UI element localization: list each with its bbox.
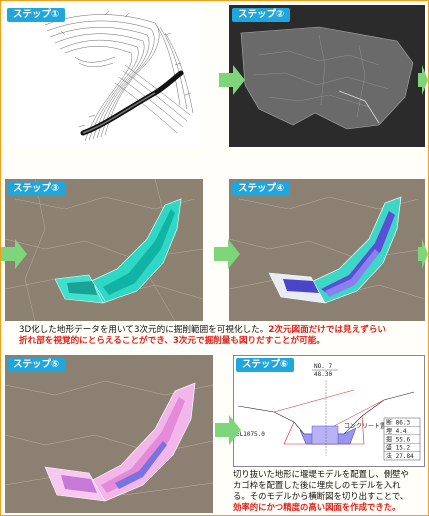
step6-panel: NO. 7 48.30 コンクリート置換え EL1075.0 断 86.3 埋 … — [233, 355, 425, 467]
step4-panel: ステップ④ — [229, 179, 425, 321]
elev-label: EL1075.0 — [236, 431, 265, 438]
table-row: 断 86.3 — [386, 419, 410, 427]
cross-section-drawing: NO. 7 48.30 コンクリート置換え EL1075.0 断 86.3 埋 … — [234, 356, 424, 466]
step5-panel: ステップ⑤ — [5, 355, 213, 513]
arrow-5-to-6 — [215, 415, 241, 445]
step1-panel: ステップ① — [5, 5, 203, 147]
caption-bottom-line1: 切り抜いた地形に堰堤モデルを配置し、側壁や — [233, 469, 409, 479]
drawing-subtitle: 48.30 — [314, 371, 332, 378]
caption-bottom-line2: カゴ枠を配置した後に埋戻しのモデルを入れ — [233, 480, 401, 490]
arrow-3-to-4 — [214, 239, 240, 269]
model-3d-dam — [229, 179, 425, 321]
concrete-label: コンクリート置換え — [344, 422, 398, 430]
table-row: 埋 4.4 — [386, 427, 407, 435]
table-row: 盛 15.2 — [386, 444, 410, 452]
arrow-into-3 — [1, 239, 27, 269]
caption-middle-line2: 折れ部を視覚的にとらえることができ、3次元で掘削量も図りだすことが可能。 — [19, 336, 325, 347]
caption-middle-line1: 3D化した地形データを用いて3次元的に掘削範囲を可視化した。 — [19, 325, 269, 335]
model-3d-backfill — [5, 355, 213, 513]
arrow-2-continue — [418, 65, 428, 95]
table-row: 法 27.84 — [386, 452, 414, 460]
step2-panel: ステップ② — [229, 5, 425, 147]
step6-badge: ステップ⑥ — [236, 358, 295, 372]
step4-badge: ステップ④ — [232, 182, 291, 196]
step3-panel: ステップ③ — [5, 179, 203, 321]
caption-bottom: 切り抜いた地形に堰堤モデルを配置し、側壁や カゴ枠を配置した後に埋戻しのモデルを… — [233, 469, 427, 513]
table-row: 掘 55.6 — [386, 435, 410, 443]
step2-badge: ステップ② — [232, 8, 291, 22]
caption-bottom-line4: 効率的にかつ精度の高い図面を作成できた。 — [233, 502, 401, 512]
step1-badge: ステップ① — [7, 8, 66, 22]
terrain-cutout — [229, 5, 425, 147]
step3-badge: ステップ③ — [7, 182, 66, 196]
arrow-4-continue — [418, 239, 428, 269]
model-3d-excavation — [5, 179, 203, 321]
caption-middle: 3D化した地形データを用いて3次元的に掘削範囲を可視化した。2次元図面だけでは見… — [19, 325, 427, 347]
step5-badge: ステップ⑤ — [7, 358, 66, 372]
arrow-1-to-2 — [219, 65, 245, 95]
quantity-table: 断 86.3 埋 4.4 掘 55.6 盛 15.2 法 27.84 — [383, 417, 421, 461]
caption-middle-line1-red: 2次元図面だけでは見えずらい — [268, 325, 387, 335]
drawing-title: NO. 7 — [314, 363, 332, 370]
caption-bottom-line3: る。そのモデルから横断図を切り出すことで、 — [233, 491, 409, 501]
contour-map — [5, 5, 203, 147]
